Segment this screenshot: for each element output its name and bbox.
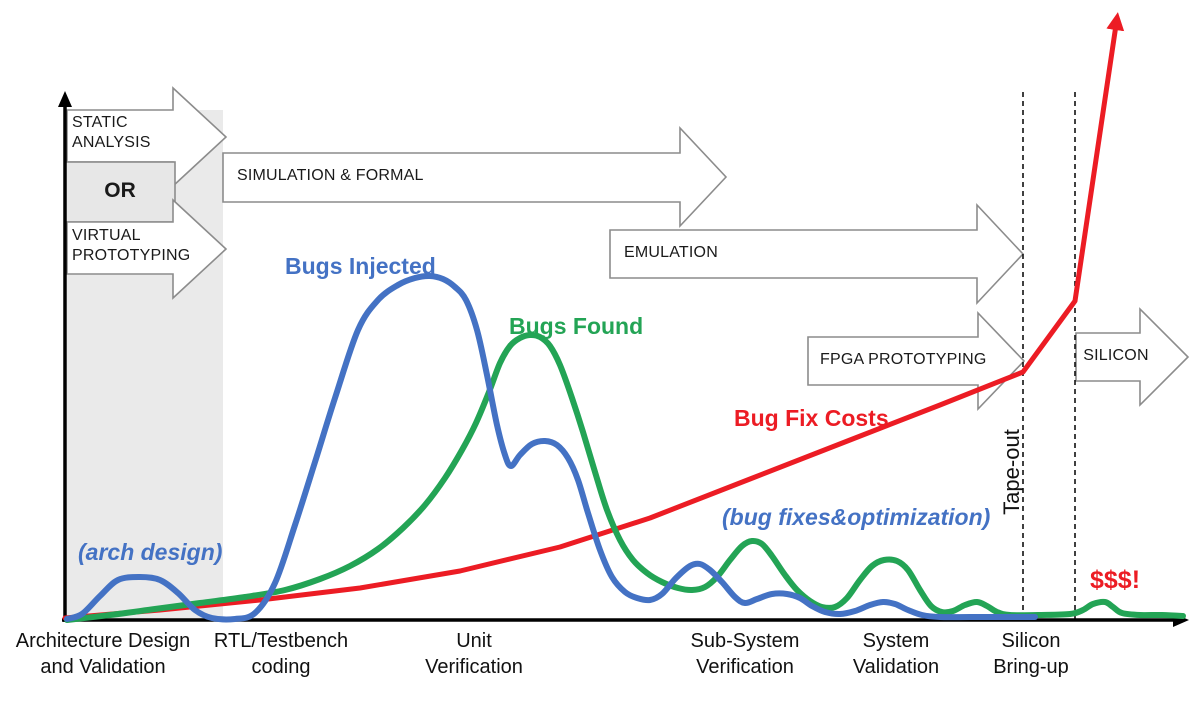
phase-subsystem-line1: Sub-System: [690, 630, 800, 652]
virtual-prototyping-line2: PROTOTYPING: [72, 247, 191, 264]
curve-bug-fix-costs: [62, 12, 1125, 621]
dollars-annotation: $$$!: [1090, 566, 1141, 594]
arch-design-annotation: (arch design): [78, 539, 223, 565]
virtual-prototyping-label: VIRTUAL PROTOTYPING: [72, 226, 190, 266]
curves-layer: [62, 12, 1186, 623]
emulation-label: EMULATION: [624, 244, 718, 261]
static-analysis-line1: STATIC: [72, 114, 128, 131]
phase-rtl-testbench: RTL/Testbench coding: [214, 628, 348, 680]
phase-system-validation: System Validation: [853, 628, 939, 680]
static-analysis-label: STATIC ANALYSIS: [72, 113, 151, 153]
phase-system-line1: System: [862, 630, 930, 652]
or-label: OR: [104, 179, 136, 202]
phase-silicon-line2: Bring-up: [993, 656, 1069, 678]
simulation-formal-label: SIMULATION & FORMAL: [237, 167, 424, 184]
phase-unit-line2: Verification: [425, 656, 523, 678]
phase-system-line2: Validation: [852, 656, 940, 678]
phase-architecture-design: Architecture Design and Validation: [16, 628, 191, 680]
silicon-arrow-shape: [1075, 307, 1190, 407]
emulation-arrow-shape: [609, 202, 1025, 306]
fpga-prototyping-arrow-shape: [807, 311, 1026, 411]
phase-silicon-line1: Silicon: [1001, 630, 1061, 652]
curve-bugs-found: [64, 331, 1186, 623]
phase-architecture-line1: Architecture Design: [15, 630, 191, 652]
bugs-found-label: Bugs Found: [509, 313, 644, 339]
phase-subsystem-verification: Sub-System Verification: [691, 628, 800, 680]
phase-subsystem-line2: Verification: [696, 656, 794, 678]
static-analysis-line2: ANALYSIS: [72, 134, 151, 151]
bug-fix-costs-label: Bug Fix Costs: [734, 405, 889, 431]
phase-unit-verification: Unit Verification: [425, 628, 523, 680]
tape-out-label: Tape-out: [999, 429, 1024, 515]
simulation-formal-arrow-shape: [222, 125, 728, 229]
phase-architecture-line2: and Validation: [40, 656, 166, 678]
bug-fixes-optimization-annotation: (bug fixes&optimization): [722, 504, 991, 530]
phase-rtl-line2: coding: [251, 656, 311, 678]
virtual-prototyping-line1: VIRTUAL: [72, 227, 141, 244]
phase-rtl-line1: RTL/Testbench: [213, 630, 349, 652]
phase-silicon-bringup: Silicon Bring-up: [993, 628, 1069, 680]
virtual-prototyping-arrow-shape: [66, 198, 228, 300]
or-box-shape: [64, 161, 176, 223]
fpga-prototyping-label: FPGA PROTOTYPING: [820, 351, 987, 368]
bugs-injected-label: Bugs Injected: [285, 253, 436, 279]
curve-bugs-injected: [64, 272, 1038, 623]
phase-unit-line1: Unit: [456, 630, 492, 652]
silicon-label: SILICON: [1083, 347, 1149, 364]
